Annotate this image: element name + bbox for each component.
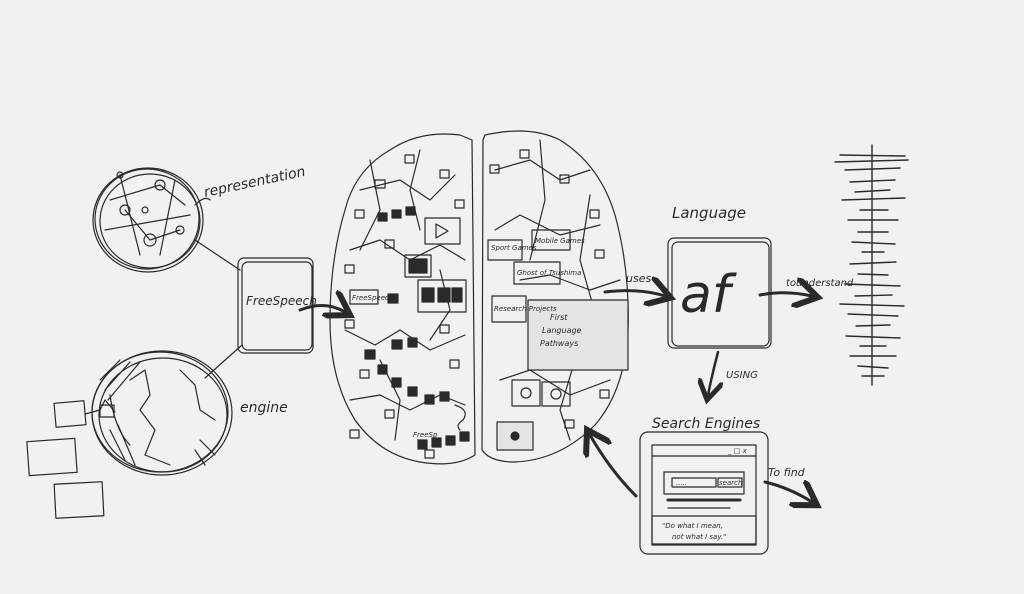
language-title: Language — [672, 204, 746, 222]
search-engines-title: Search Engines — [652, 416, 760, 432]
brain-left-filled-nodes — [364, 206, 470, 450]
first-language-line-1: First — [550, 313, 568, 322]
first-language-line-3: Pathways — [540, 339, 578, 348]
representation-globe-icon — [92, 167, 204, 273]
brain-left-nodes — [344, 154, 465, 459]
brain-tag-mobile-games: Mobile Games — [535, 237, 585, 245]
brain-left-photo-frames — [349, 217, 467, 313]
search-window-controls: _ □ x — [727, 447, 748, 455]
using-label: USING — [726, 370, 758, 381]
brain-tag-sport-games: Sport Games — [491, 244, 537, 252]
brain-left-hemisphere — [329, 133, 476, 465]
search-button-label: search — [719, 479, 742, 487]
brain-tag-ghost-of-tsushima: Ghost of Tsushima — [517, 269, 581, 277]
freespeech-box-label: FreeSpeech — [246, 294, 317, 308]
sound-waveform-icon — [834, 144, 909, 386]
representation-label: representation — [203, 164, 307, 201]
floating-squares — [26, 400, 105, 519]
first-language-line-2: Language — [542, 326, 582, 335]
engine-globe-icon — [91, 350, 233, 476]
uses-label: uses — [626, 272, 651, 285]
to-understand-label: tounderstand — [786, 278, 854, 289]
brain-tag-research-projects: Research Projects — [494, 305, 557, 313]
search-dots: ..... — [676, 479, 687, 487]
language-glyph: af — [680, 265, 737, 325]
quote-line-2: not what I say." — [672, 533, 726, 541]
brain-right-tags — [487, 229, 629, 451]
engine-label: engine — [240, 400, 288, 416]
to-find-label: To find — [768, 466, 806, 479]
brain-left-small-tag: FreeSp — [413, 431, 438, 439]
brain-left-freespeech-tag: FreeSpeech — [352, 294, 393, 302]
search-window — [639, 431, 769, 555]
quote-line-1: "Do what I mean, — [662, 522, 723, 530]
